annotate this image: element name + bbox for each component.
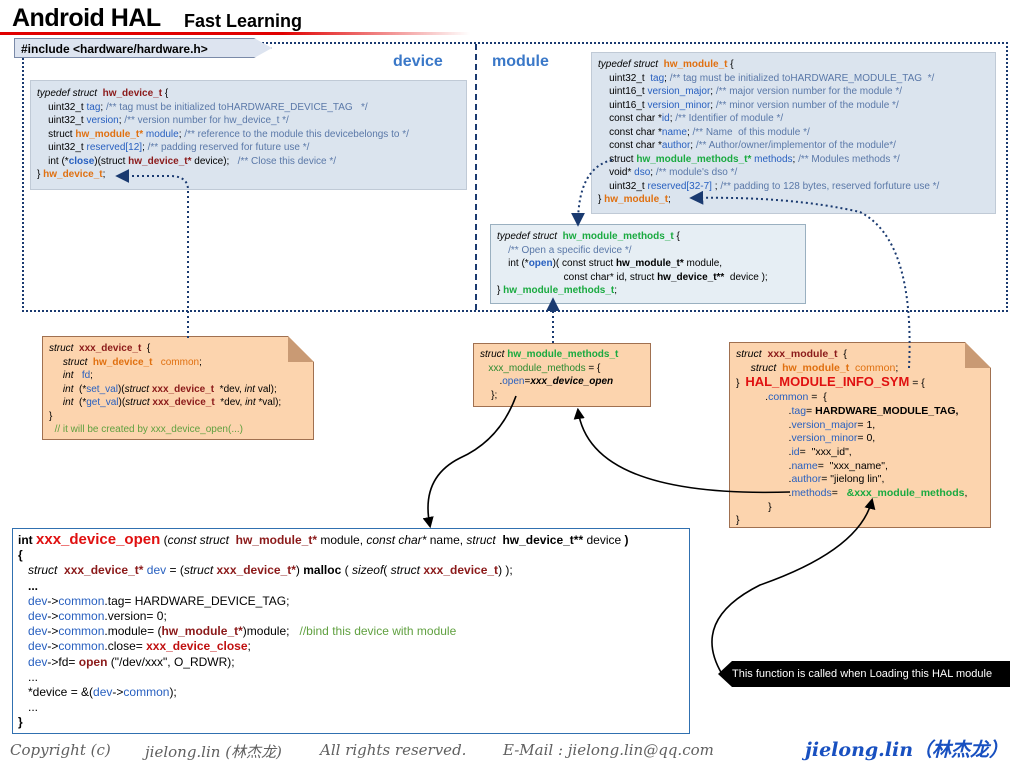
code-line: struct hw_module_methods_t* methods; /**… bbox=[598, 153, 900, 165]
code-line: struct hw_device_t common; bbox=[62, 356, 202, 368]
arrow-open-to-device-open bbox=[422, 395, 517, 529]
code-line: int (*open)( const struct hw_module_t* m… bbox=[497, 258, 723, 269]
code-line: uint32_t tag; /** tag must be initialize… bbox=[37, 101, 368, 113]
code-line: .id= "xxx_id", bbox=[736, 445, 852, 458]
title-underline bbox=[0, 32, 470, 35]
author-signature: jielong.lin（林杰龙） bbox=[805, 739, 1009, 761]
footer-copyright: Copyright (c) bbox=[10, 741, 111, 759]
code-line: int (*close)(struct hw_device_t* device)… bbox=[37, 155, 337, 167]
code-line: } hw_module_methods_t; bbox=[497, 285, 618, 296]
code-line: .name= "xxx_name", bbox=[736, 459, 888, 472]
code-line: uint32_t reserved[12]; /** padding reser… bbox=[37, 142, 310, 153]
load-note-callout: This function is called when Loading thi… bbox=[718, 661, 1010, 687]
code-line: }; bbox=[480, 389, 498, 401]
code-line: struct hw_module_t* module; /** referenc… bbox=[37, 128, 409, 140]
code-line: uint32_t reserved[32-7] ; /** padding to… bbox=[598, 180, 940, 192]
code-line: dev->fd= open ("/dev/xxx", O_RDWR); bbox=[28, 654, 235, 669]
code-line: typedef struct hw_module_t { bbox=[598, 59, 734, 70]
code-line: } bbox=[736, 514, 740, 527]
code-line: const char *id; /** Identifier of module… bbox=[598, 113, 784, 124]
xxx-module-methods-struct: struct hw_module_methods_t xxx_module_me… bbox=[473, 343, 651, 407]
footer-rights: All rights reserved. bbox=[320, 741, 467, 759]
arrow-methods-to-module-methods bbox=[573, 407, 791, 494]
code-line: ... bbox=[18, 700, 39, 715]
device-module-divider bbox=[475, 44, 477, 310]
arrow-note-to-module-info bbox=[711, 497, 876, 675]
code-line: .version_minor= 0, bbox=[736, 432, 876, 445]
footer-email: E-Mail : jielong.lin@qq.com bbox=[503, 741, 714, 759]
code-line: const char *author; /** Author/owner/imp… bbox=[598, 140, 896, 151]
code-line: } hw_device_t; bbox=[37, 169, 106, 180]
footer-author: jielong.lin (林杰龙) bbox=[145, 743, 282, 761]
page-subtitle: Fast Learning bbox=[184, 11, 303, 31]
hw-module-methods-t-struct: typedef struct hw_module_methods_t { /**… bbox=[490, 224, 806, 304]
code-line: int (*set_val)(struct xxx_device_t *dev,… bbox=[62, 383, 277, 395]
arrow-methods-to-hw-module-methods bbox=[571, 159, 613, 227]
xxx-device-t-struct: struct xxx_device_t { struct hw_device_t… bbox=[42, 336, 314, 440]
code-line: .tag= HARDWARE_MODULE_TAG, bbox=[736, 404, 959, 417]
xxx-device-open-function: int xxx_device_open (const struct hw_mod… bbox=[12, 528, 690, 734]
code-line: uint16_t version_minor; /** minor versio… bbox=[598, 99, 899, 111]
code-line: } HAL_MODULE_INFO_SYM = { bbox=[736, 374, 925, 390]
code-line: int fd; bbox=[62, 370, 93, 381]
code-line: } bbox=[18, 715, 23, 730]
code-line: dev->common.version= 0; bbox=[28, 609, 167, 624]
arrow-module-common-to-hw-module bbox=[689, 190, 911, 369]
code-line: /** Open a specific device */ bbox=[508, 244, 632, 256]
code-line: uint16_t version_major; /** major versio… bbox=[598, 86, 903, 97]
code-line: uint32_t version; /** version number for… bbox=[37, 115, 289, 126]
code-line: dev->common.module= (hw_module_t*)module… bbox=[28, 624, 457, 639]
code-line: struct xxx_device_t* dev = (struct xxx_d… bbox=[28, 563, 513, 578]
code-line: .author= "jielong lin", bbox=[736, 473, 885, 486]
code-line: .common = { bbox=[736, 391, 827, 404]
code-line: const char* id, struct hw_device_t** dev… bbox=[497, 271, 768, 283]
code-line: dev->common.tag= HARDWARE_DEVICE_TAG; bbox=[28, 593, 290, 608]
code-line: struct hw_module_methods_t bbox=[480, 349, 619, 360]
arrow-device-common-to-hw-device bbox=[115, 169, 189, 338]
code-line: .open=xxx_device_open bbox=[480, 376, 614, 387]
code-line: xxx_module_methods = { bbox=[488, 362, 601, 374]
code-line: typedef struct hw_device_t { bbox=[37, 88, 169, 99]
code-line: struct hw_module_t common; bbox=[750, 361, 899, 374]
code-line: int (*get_val)(struct xxx_device_t *dev,… bbox=[62, 397, 282, 408]
code-line: typedef struct hw_module_methods_t { bbox=[497, 231, 680, 242]
code-line: void* dso; /** module's dso */ bbox=[598, 167, 738, 178]
code-line: *device = &(dev->common); bbox=[18, 685, 177, 700]
hw-module-t-struct: typedef struct hw_module_t { uint32_t ta… bbox=[591, 52, 996, 214]
xxx-module-t-struct: struct xxx_module_t { struct hw_module_t… bbox=[729, 342, 991, 528]
code-line: ... bbox=[28, 578, 39, 593]
page-title: Android HAL bbox=[12, 4, 161, 32]
include-label: #include <hardware/hardware.h> bbox=[14, 38, 272, 58]
code-line: int xxx_device_open (const struct hw_mod… bbox=[18, 531, 629, 548]
device-section-label: device bbox=[393, 53, 443, 70]
module-section-label: module bbox=[492, 53, 549, 70]
code-line: } hw_module_t; bbox=[598, 194, 671, 205]
header-file-frame bbox=[22, 42, 1008, 312]
code-line: { bbox=[18, 548, 23, 563]
code-line: // it will be created by xxx_device_open… bbox=[54, 424, 243, 435]
code-line: .methods= &xxx_module_methods, bbox=[736, 487, 968, 500]
code-line: uint32_t tag; /** tag must be initialize… bbox=[598, 72, 935, 84]
code-line: struct xxx_module_t { bbox=[736, 348, 847, 360]
code-line: ... bbox=[18, 669, 39, 684]
code-line: } bbox=[736, 500, 772, 513]
code-line: } bbox=[49, 410, 53, 422]
hw-device-t-struct: typedef struct hw_device_t { uint32_t ta… bbox=[30, 80, 467, 190]
code-line: .version_major= 1, bbox=[736, 418, 876, 431]
code-line: dev->common.close= xxx_device_close; bbox=[28, 639, 251, 654]
code-line: const char *name; /** Name of this modul… bbox=[598, 126, 810, 138]
code-line: struct xxx_device_t { bbox=[49, 343, 151, 354]
